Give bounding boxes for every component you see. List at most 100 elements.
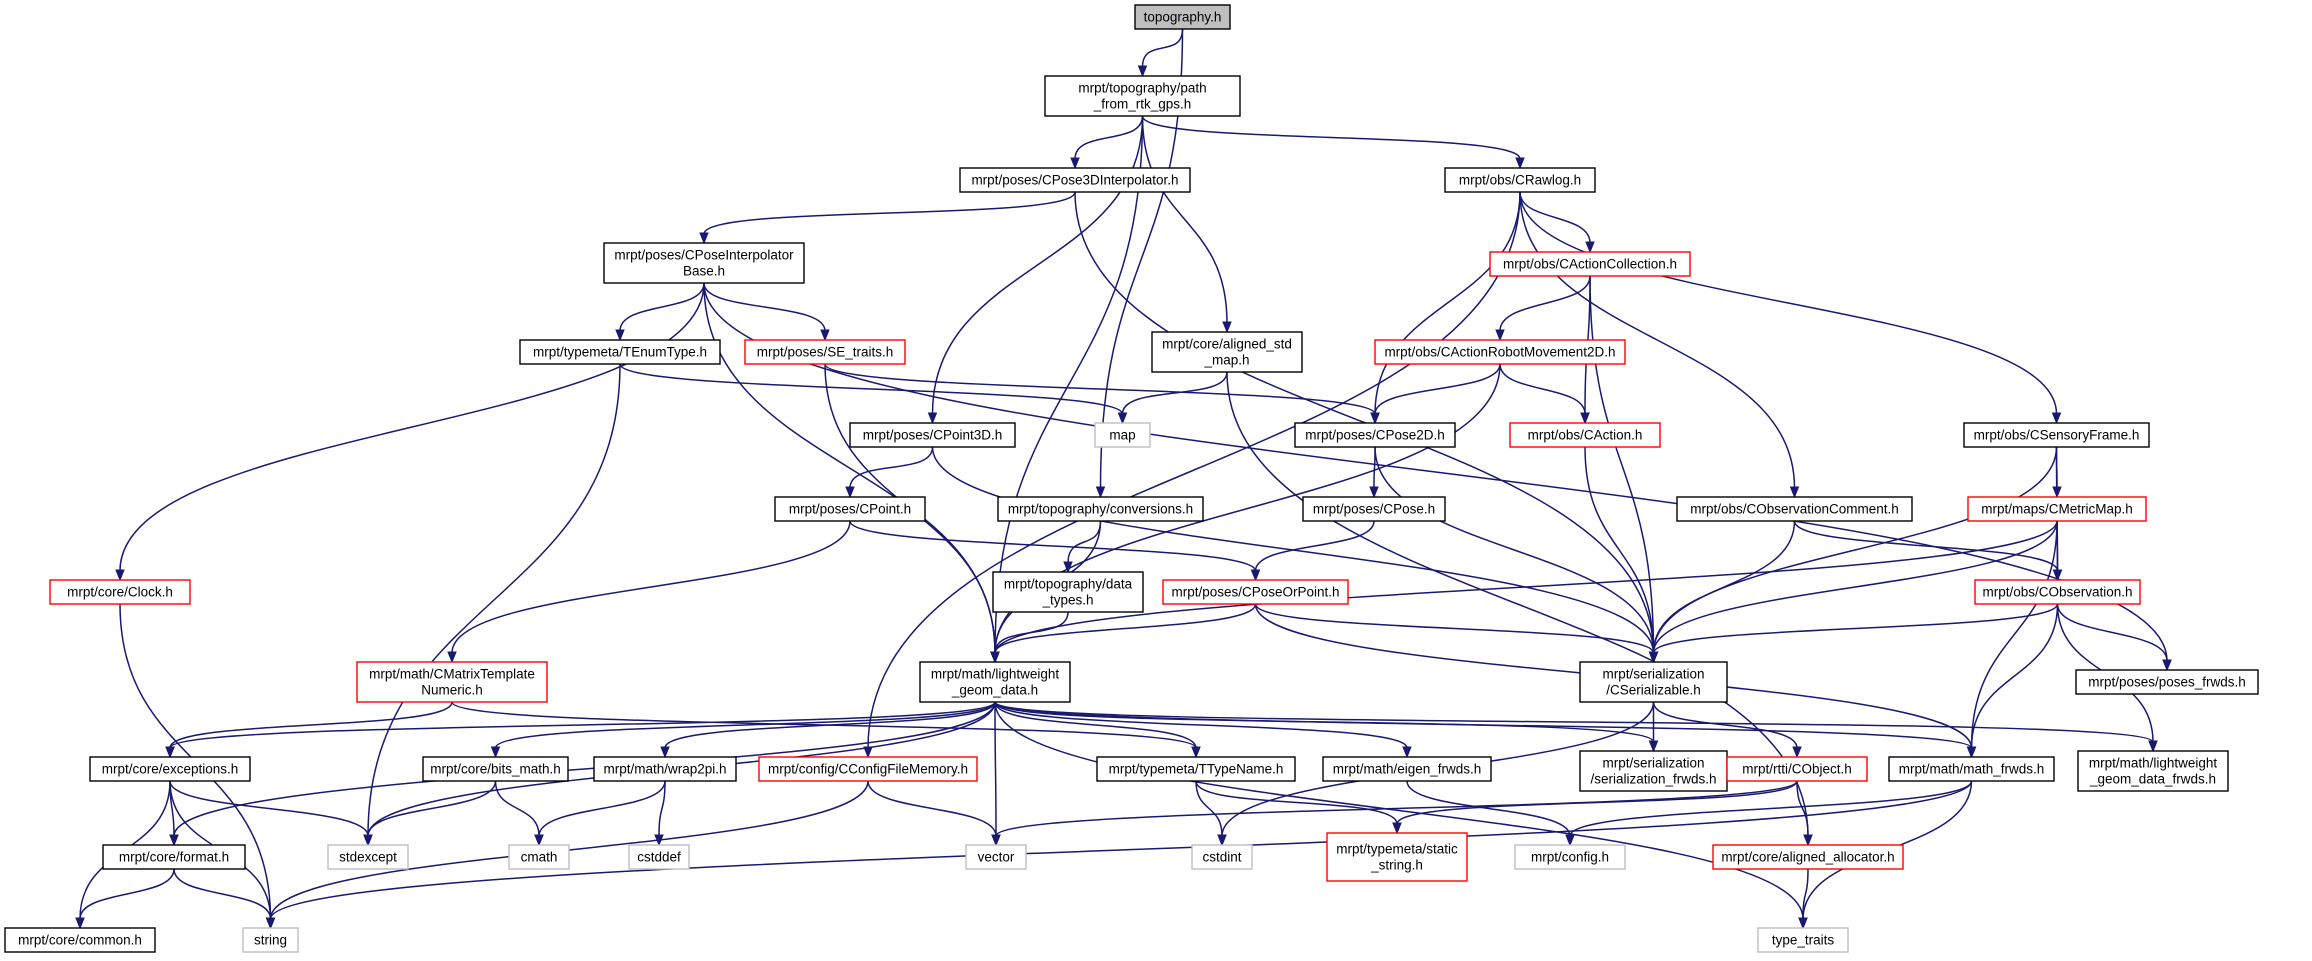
- node-box[interactable]: [1151, 331, 1303, 373]
- node-lightweight-geom-data[interactable]: mrpt/math/lightweight_geom_data.h: [919, 661, 1071, 703]
- node-box[interactable]: [508, 844, 570, 870]
- node-box[interactable]: [1757, 927, 1849, 953]
- node-box[interactable]: [603, 242, 805, 284]
- node-cmetricmap[interactable]: mrpt/maps/CMetricMap.h: [1967, 496, 2147, 522]
- node-type-traits[interactable]: type_traits: [1757, 927, 1849, 953]
- node-cactioncollection[interactable]: mrpt/obs/CActionCollection.h: [1489, 251, 1691, 277]
- node-format[interactable]: mrpt/core/format.h: [102, 844, 246, 870]
- node-box[interactable]: [628, 844, 690, 870]
- node-box[interactable]: [1509, 422, 1661, 448]
- node-box[interactable]: [1044, 75, 1241, 117]
- node-cstddef[interactable]: cstddef: [628, 844, 690, 870]
- node-cobservationcomment[interactable]: mrpt/obs/CObservationComment.h: [1676, 496, 1913, 522]
- node-box[interactable]: [1162, 579, 1349, 605]
- node-box[interactable]: [1294, 422, 1456, 448]
- node-aligned-allocator[interactable]: mrpt/core/aligned_allocator.h: [1712, 844, 1904, 870]
- node-poses-frwds[interactable]: mrpt/poses/poses_frwds.h: [2075, 669, 2259, 695]
- node-cpose3dinterpolator[interactable]: mrpt/poses/CPose3DInterpolator.h: [959, 167, 1191, 193]
- node-cconfigfilememory[interactable]: mrpt/config/CConfigFileMemory.h: [758, 756, 978, 782]
- node-box[interactable]: [356, 661, 548, 703]
- node-aligned-std-map[interactable]: mrpt/core/aligned_std_map.h: [1151, 331, 1303, 373]
- node-box[interactable]: [992, 571, 1144, 613]
- node-box[interactable]: [2075, 669, 2259, 695]
- node-cobject[interactable]: mrpt/rtti/CObject.h: [1726, 756, 1868, 782]
- node-cpoint3d[interactable]: mrpt/poses/CPoint3D.h: [849, 422, 1016, 448]
- node-cpoint[interactable]: mrpt/poses/CPoint.h: [774, 496, 926, 522]
- node-caction[interactable]: mrpt/obs/CAction.h: [1509, 422, 1661, 448]
- node-box[interactable]: [1444, 167, 1596, 193]
- node-cposeorpoint[interactable]: mrpt/poses/CPoseOrPoint.h: [1162, 579, 1349, 605]
- node-box[interactable]: [1302, 496, 1446, 522]
- node-cpose[interactable]: mrpt/poses/CPose.h: [1302, 496, 1446, 522]
- node-se-traits[interactable]: mrpt/poses/SE_traits.h: [744, 339, 906, 365]
- node-cpose2d[interactable]: mrpt/poses/CPose2D.h: [1294, 422, 1456, 448]
- node-box[interactable]: [1326, 832, 1468, 882]
- node-cmath[interactable]: cmath: [508, 844, 570, 870]
- node-csensoryframe[interactable]: mrpt/obs/CSensoryFrame.h: [1963, 422, 2150, 448]
- node-box[interactable]: [1967, 496, 2147, 522]
- node-common[interactable]: mrpt/core/common.h: [4, 927, 156, 953]
- node-box[interactable]: [919, 661, 1071, 703]
- node-box[interactable]: [1489, 251, 1691, 277]
- node-box[interactable]: [593, 756, 737, 782]
- node-data-types[interactable]: mrpt/topography/data_types.h: [992, 571, 1144, 613]
- node-math-frwds[interactable]: mrpt/math/math_frwds.h: [1888, 756, 2055, 782]
- node-box[interactable]: [1322, 756, 1492, 782]
- node-box[interactable]: [1514, 844, 1626, 870]
- node-box[interactable]: [1579, 750, 1728, 792]
- node-lightweight-geom-data-frwds[interactable]: mrpt/math/lightweight_geom_data_frwds.h: [2077, 750, 2229, 792]
- node-box[interactable]: [422, 756, 569, 782]
- node-stdexcept[interactable]: stdexcept: [327, 844, 409, 870]
- node-box[interactable]: [1676, 496, 1913, 522]
- node-box[interactable]: [758, 756, 978, 782]
- node-cstdint[interactable]: cstdint: [1191, 844, 1253, 870]
- node-box[interactable]: [1134, 4, 1231, 30]
- node-serialization-frwds[interactable]: mrpt/serialization/serialization_frwds.h: [1579, 750, 1728, 792]
- node-box[interactable]: [1712, 844, 1904, 870]
- node-exceptions[interactable]: mrpt/core/exceptions.h: [89, 756, 251, 782]
- node-map[interactable]: map: [1094, 422, 1151, 448]
- node-string[interactable]: string: [242, 927, 299, 953]
- node-box[interactable]: [89, 756, 251, 782]
- node-box[interactable]: [327, 844, 409, 870]
- node-cserializable[interactable]: mrpt/serialization/CSerializable.h: [1579, 661, 1728, 703]
- node-vector[interactable]: vector: [965, 844, 1027, 870]
- node-wrap2pi[interactable]: mrpt/math/wrap2pi.h: [593, 756, 737, 782]
- node-box[interactable]: [1974, 579, 2141, 605]
- node-box[interactable]: [1191, 844, 1253, 870]
- node-box[interactable]: [4, 927, 156, 953]
- node-box[interactable]: [849, 422, 1016, 448]
- node-box[interactable]: [1096, 756, 1296, 782]
- node-clock[interactable]: mrpt/core/Clock.h: [49, 579, 191, 605]
- node-box[interactable]: [997, 496, 1204, 522]
- node-conversions[interactable]: mrpt/topography/conversions.h: [997, 496, 1204, 522]
- node-box[interactable]: [519, 339, 721, 365]
- node-box[interactable]: [774, 496, 926, 522]
- node-path-from-rtk-gps[interactable]: mrpt/topography/path_from_rtk_gps.h: [1044, 75, 1241, 117]
- node-box[interactable]: [1374, 339, 1626, 365]
- node-box[interactable]: [744, 339, 906, 365]
- node-box[interactable]: [959, 167, 1191, 193]
- node-tenumtype[interactable]: mrpt/typemeta/TEnumType.h: [519, 339, 721, 365]
- node-box[interactable]: [1094, 422, 1151, 448]
- node-cobservation[interactable]: mrpt/obs/CObservation.h: [1974, 579, 2141, 605]
- node-box[interactable]: [1888, 756, 2055, 782]
- node-config-h[interactable]: mrpt/config.h: [1514, 844, 1626, 870]
- node-box[interactable]: [1579, 661, 1728, 703]
- node-box[interactable]: [102, 844, 246, 870]
- node-static-string[interactable]: mrpt/typemeta/static_string.h: [1326, 832, 1468, 882]
- node-box[interactable]: [49, 579, 191, 605]
- node-eigen-frwds[interactable]: mrpt/math/eigen_frwds.h: [1322, 756, 1492, 782]
- node-topography-h[interactable]: topography.h: [1134, 4, 1231, 30]
- node-box[interactable]: [2077, 750, 2229, 792]
- node-cactionrobotmovement2d[interactable]: mrpt/obs/CActionRobotMovement2D.h: [1374, 339, 1626, 365]
- node-bits-math[interactable]: mrpt/core/bits_math.h: [422, 756, 569, 782]
- node-ttypename[interactable]: mrpt/typemeta/TTypeName.h: [1096, 756, 1296, 782]
- node-box[interactable]: [242, 927, 299, 953]
- node-box[interactable]: [1963, 422, 2150, 448]
- node-crawlog[interactable]: mrpt/obs/CRawlog.h: [1444, 167, 1596, 193]
- node-box[interactable]: [1726, 756, 1868, 782]
- node-box[interactable]: [965, 844, 1027, 870]
